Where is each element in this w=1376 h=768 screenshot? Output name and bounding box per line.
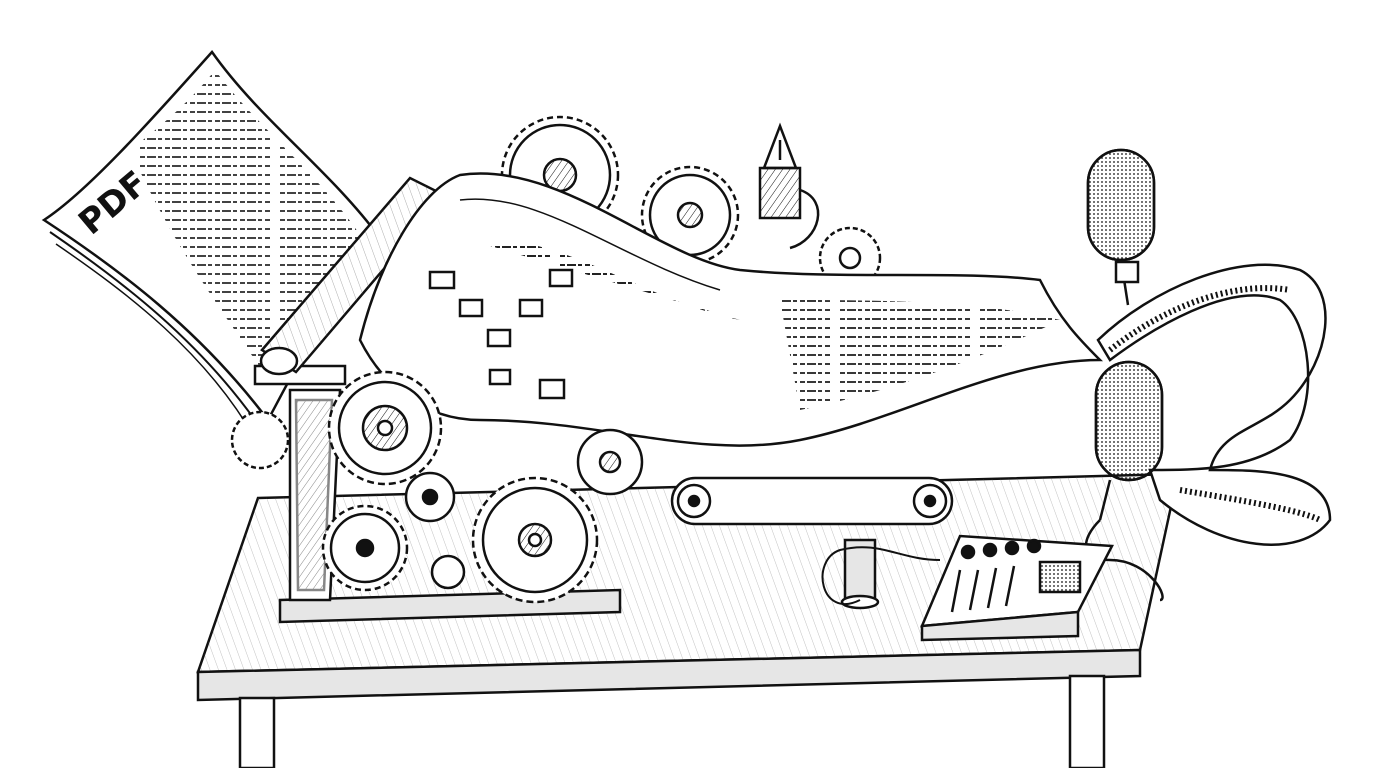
microphone-icon: [1086, 148, 1156, 306]
audio-waveform-ribbon: [1096, 263, 1332, 546]
audio-cable: [821, 546, 941, 605]
feed-roller: [259, 176, 448, 376]
conveyor-belt: [670, 476, 954, 610]
microphone-icon: [1084, 360, 1164, 602]
table-leg-left: [238, 696, 276, 768]
gear-cluster-front: [230, 370, 644, 604]
gear-icon: [230, 410, 290, 470]
audio-mixer-icon: [920, 534, 1114, 642]
fountain-pen-icon: [758, 122, 820, 250]
paper-web: [358, 172, 1104, 447]
table-edge: [196, 648, 1142, 702]
table-leg-right: [1068, 674, 1106, 768]
